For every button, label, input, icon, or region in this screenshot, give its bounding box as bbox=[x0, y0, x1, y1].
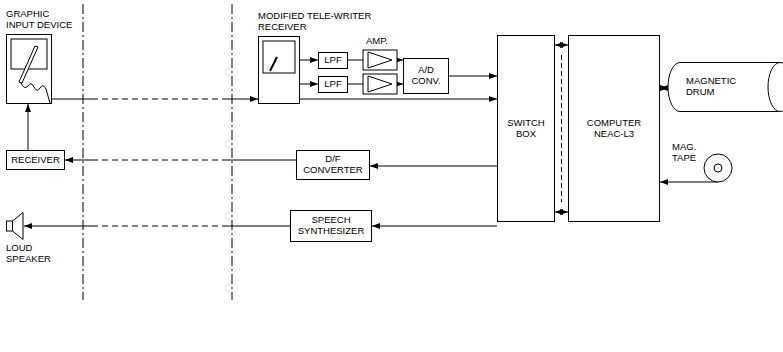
boundary-line bbox=[83, 4, 84, 300]
signal-connector bbox=[555, 212, 568, 213]
signal-connector bbox=[449, 76, 497, 77]
signal-connector bbox=[300, 99, 497, 100]
signal-connector bbox=[300, 60, 318, 61]
computer-box: COMPUTER NEAC-L3 bbox=[568, 35, 660, 222]
signal-connector bbox=[370, 166, 497, 167]
node-text: LPF bbox=[324, 79, 341, 90]
receiver-box: RECEIVER bbox=[6, 150, 65, 170]
signal-connector bbox=[372, 226, 497, 227]
signal-connector bbox=[300, 84, 318, 85]
node-text: COMPUTER NEAC-L3 bbox=[582, 118, 646, 140]
node-text: MODIFIED TELE-WRITER RECEIVER bbox=[258, 11, 383, 33]
signal-connector bbox=[555, 45, 568, 46]
boundary-line bbox=[232, 4, 233, 300]
telewriter-receiver: MODIFIED TELE-WRITER RECEIVER bbox=[258, 36, 300, 104]
amplifier-label: AMP. bbox=[366, 36, 388, 47]
control-line bbox=[561, 55, 562, 202]
node-text: SPEECH SYNTHESIZER bbox=[295, 215, 367, 237]
graphic-input-device: GRAPHIC INPUT DEVICE bbox=[6, 34, 52, 104]
synthesizer-box: SPEECH SYNTHESIZER bbox=[290, 210, 372, 242]
signal-connector bbox=[28, 104, 29, 150]
signal-connector bbox=[65, 160, 296, 161]
node-text: LPF bbox=[324, 55, 341, 66]
signal-connector bbox=[660, 88, 668, 89]
switch-box: SWITCH BOX bbox=[497, 35, 555, 222]
gid-outline bbox=[6, 34, 52, 104]
node-text: RECEIVER bbox=[11, 155, 60, 166]
transmission-line bbox=[92, 99, 224, 100]
transmission-line bbox=[92, 160, 224, 161]
node-text: LOUD SPEAKER bbox=[6, 243, 56, 265]
converter-box: D/F CONVERTER bbox=[296, 150, 370, 180]
node-text: A/D CONV. bbox=[408, 65, 444, 87]
converter-box: A/D CONV. bbox=[403, 58, 449, 94]
node-text: MAGNETIC DRUM bbox=[686, 76, 746, 98]
tw-outline bbox=[258, 36, 300, 104]
amplifier-symbol bbox=[363, 50, 397, 70]
node-text: SWITCH BOX bbox=[503, 118, 549, 140]
node-text: D/F CONVERTER bbox=[301, 154, 365, 176]
line-gap bbox=[92, 98, 224, 101]
loudspeaker: LOUD SPEAKER bbox=[6, 212, 24, 240]
magnetic-drum: MAGNETIC DRUM bbox=[668, 62, 783, 112]
signal-connector bbox=[660, 182, 672, 183]
drum-outline bbox=[668, 62, 783, 112]
tape-reel: MAG. TAPE bbox=[672, 142, 734, 186]
signal-connector bbox=[24, 226, 290, 227]
line-gap bbox=[92, 225, 224, 228]
node-text: MAG. TAPE bbox=[672, 142, 708, 164]
line-gap bbox=[92, 159, 224, 162]
filter-box: LPF bbox=[318, 52, 348, 69]
transmission-line bbox=[92, 226, 224, 227]
node-text: GRAPHIC INPUT DEVICE bbox=[6, 9, 80, 31]
spk-outline bbox=[6, 212, 24, 240]
amplifier-symbol bbox=[363, 74, 397, 94]
filter-box: LPF bbox=[318, 76, 348, 93]
